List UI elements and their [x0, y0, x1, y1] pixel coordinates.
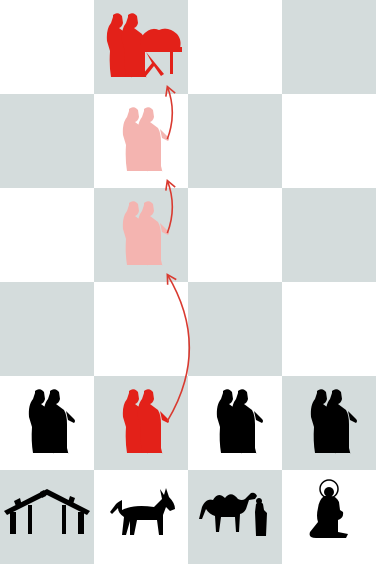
board-square[interactable] — [0, 94, 94, 188]
board-square[interactable] — [94, 282, 188, 376]
board-square[interactable] — [188, 0, 282, 94]
shepherds-red-icon[interactable] — [94, 0, 188, 94]
camel-king-icon[interactable] — [188, 470, 282, 564]
board-square[interactable] — [188, 188, 282, 282]
shepherds-red-icon[interactable] — [94, 376, 188, 470]
board-square[interactable] — [282, 282, 376, 376]
mary-icon[interactable] — [282, 470, 376, 564]
board-square[interactable] — [0, 188, 94, 282]
board-square[interactable] — [282, 94, 376, 188]
board-square[interactable] — [188, 282, 282, 376]
board-square[interactable] — [0, 0, 94, 94]
board-square[interactable] — [188, 94, 282, 188]
shepherds-icon[interactable] — [188, 376, 282, 470]
shepherds-ghost-icon — [94, 188, 188, 282]
shepherds-icon[interactable] — [282, 376, 376, 470]
board-square[interactable] — [282, 188, 376, 282]
board-square[interactable] — [282, 0, 376, 94]
shepherds-icon[interactable] — [0, 376, 94, 470]
donkey-icon[interactable] — [94, 470, 188, 564]
stable-icon[interactable] — [0, 470, 94, 564]
shepherds-ghost-icon — [94, 94, 188, 188]
board-square[interactable] — [0, 282, 94, 376]
